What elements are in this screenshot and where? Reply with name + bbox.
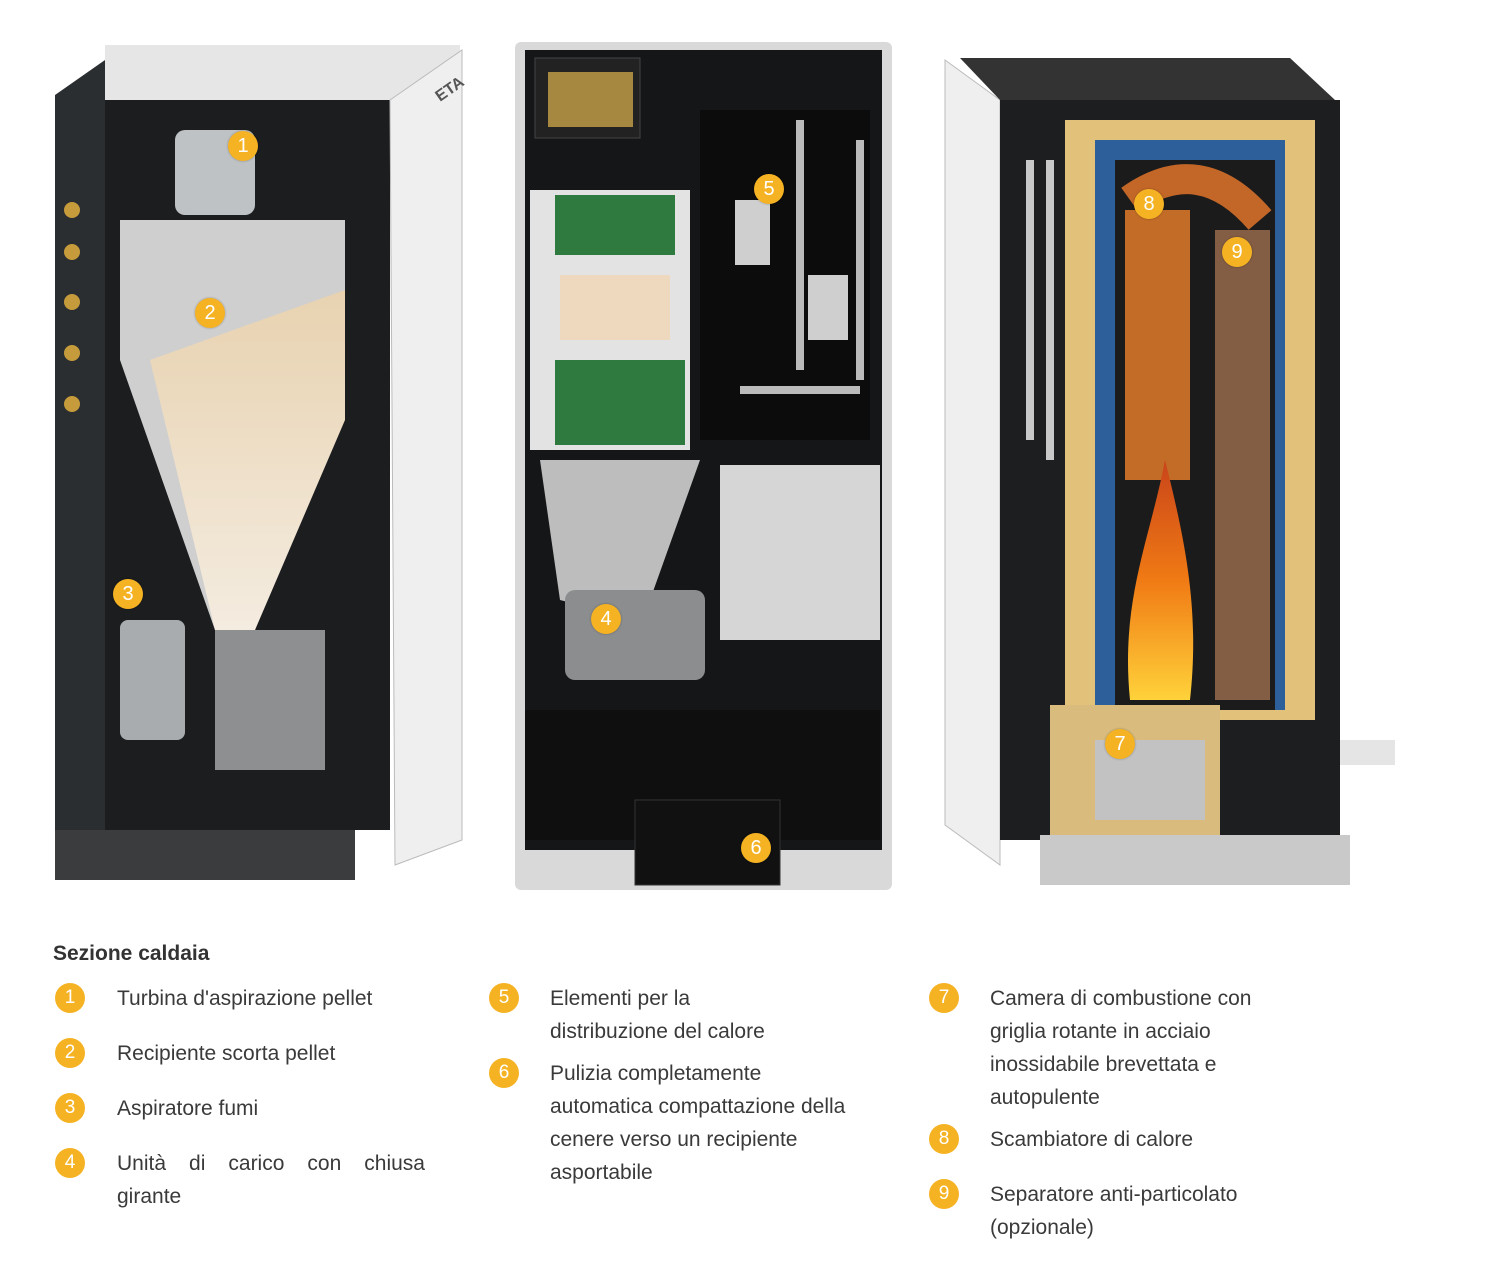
legend-number-badge: 6 [489, 1058, 519, 1088]
legend-number-badge: 9 [929, 1179, 959, 1209]
marker-1: 1 [228, 131, 258, 161]
legend-text: Camera di combustione con griglia rotant… [990, 987, 1252, 1109]
marker-4: 4 [591, 604, 621, 634]
legend-number-badge: 2 [55, 1038, 85, 1068]
legend-title: Sezione caldaia [53, 942, 210, 965]
boiler-middle-view [515, 42, 892, 890]
marker-2: 2 [195, 298, 225, 328]
legend-item: 7 Camera di combustione con griglia rotan… [929, 982, 1309, 1114]
legend-text: Unità di carico con chiusa girante [117, 1152, 425, 1208]
legend-text: Aspiratore fumi [117, 1097, 259, 1120]
boiler-right-view [944, 58, 1395, 885]
marker-6: 6 [741, 833, 771, 863]
legend-number-badge: 5 [489, 983, 519, 1013]
legend-text: Pulizia completamente automatica compatt… [550, 1062, 846, 1184]
legend-item: 2 Recipiente scorta pellet [55, 1037, 435, 1070]
legend-item: 9 Separatore anti-particolato (opzionale) [929, 1178, 1309, 1244]
legend-number-badge: 8 [929, 1124, 959, 1154]
legend-text: Recipiente scorta pellet [117, 1042, 336, 1065]
boiler-left-view: ETA [55, 45, 468, 880]
marker-5: 5 [754, 174, 784, 204]
legend-number-badge: 4 [55, 1148, 85, 1178]
legend-text: Turbina d'aspirazione pellet [117, 987, 373, 1010]
legend-number-badge: 7 [929, 983, 959, 1013]
legend-item: 4 Unità di carico con chiusa girante [55, 1147, 425, 1213]
legend-item: 3 Aspiratore fumi [55, 1092, 435, 1125]
legend-item: 1 Turbina d'aspirazione pellet [55, 982, 435, 1015]
legend-number-badge: 1 [55, 983, 85, 1013]
legend-text: Scambiatore di calore [990, 1128, 1194, 1151]
legend-item: 8 Scambiatore di calore [929, 1123, 1309, 1156]
marker-8: 8 [1134, 189, 1164, 219]
legend-text: Separatore anti-particolato (opzionale) [990, 1183, 1238, 1239]
marker-3: 3 [113, 579, 143, 609]
legend-number-badge: 3 [55, 1093, 85, 1123]
marker-7: 7 [1105, 729, 1135, 759]
boiler-cutaway-illustrations: ETA [55, 42, 1395, 890]
legend-item: 5 Elementi per la distribuzione del calor… [489, 982, 859, 1048]
marker-9: 9 [1222, 237, 1252, 267]
legend-text: Elementi per la distribuzione del calore [550, 987, 765, 1043]
legend-item: 6 Pulizia completamente automatica compat… [489, 1057, 859, 1189]
